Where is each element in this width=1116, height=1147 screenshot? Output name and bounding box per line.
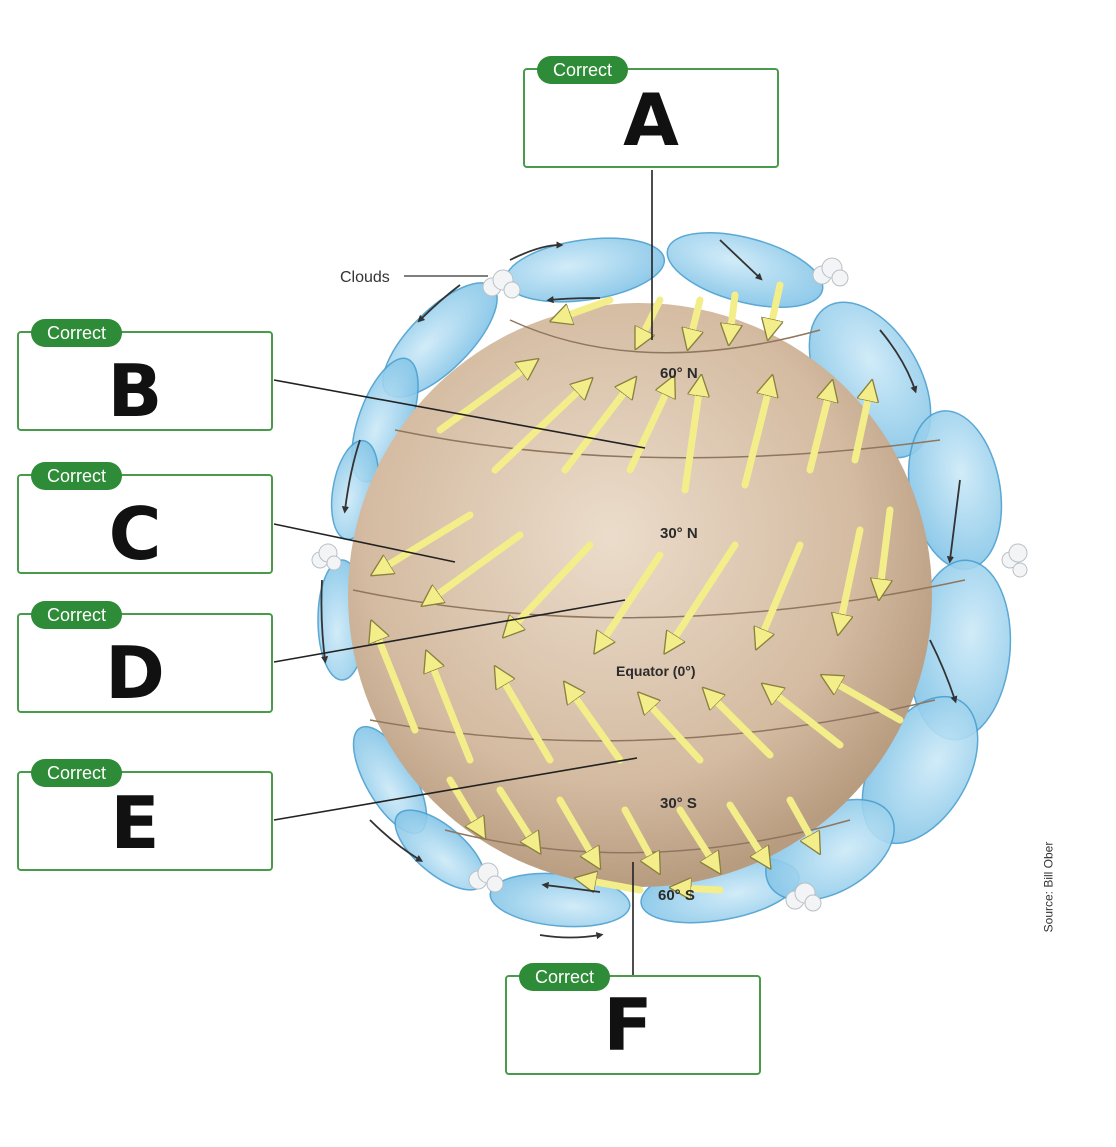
answer-box-d[interactable]: Correct D bbox=[17, 601, 273, 713]
label-60n: 60° N bbox=[660, 365, 698, 382]
leader-line-c bbox=[273, 523, 456, 563]
answer-box-b[interactable]: Correct B bbox=[17, 319, 273, 431]
answer-box-e[interactable]: Correct E bbox=[17, 759, 273, 871]
answer-letter: D bbox=[105, 631, 165, 715]
answer-box-a[interactable]: Correct A bbox=[523, 56, 779, 168]
correct-badge: Correct bbox=[31, 759, 123, 787]
cloud-icon bbox=[482, 269, 521, 299]
correct-badge: Correct bbox=[31, 319, 123, 347]
clouds-label: Clouds bbox=[340, 269, 390, 286]
cloud-icon bbox=[785, 882, 822, 912]
leader-line-e bbox=[273, 757, 638, 821]
correct-badge: Correct bbox=[537, 56, 629, 84]
label-equator: Equator (0°) bbox=[616, 663, 696, 679]
label-60s: 60° S bbox=[658, 887, 695, 904]
wind-arrows bbox=[375, 281, 904, 890]
cloud-icon bbox=[812, 257, 849, 287]
cloud-icons bbox=[311, 257, 1028, 912]
correct-badge: Correct bbox=[31, 601, 123, 629]
cloud-icon bbox=[311, 543, 342, 571]
answer-letter: C bbox=[108, 492, 162, 576]
answer-letter: E bbox=[110, 781, 160, 865]
label-30n: 30° N bbox=[660, 525, 698, 542]
correct-badge: Correct bbox=[519, 963, 611, 991]
answer-letter: B bbox=[107, 349, 163, 433]
answer-letter: A bbox=[623, 78, 679, 162]
label-30s: 30° S bbox=[660, 795, 697, 812]
answer-letter: F bbox=[603, 983, 653, 1067]
leader-line-b bbox=[273, 379, 646, 449]
cloud-icon bbox=[468, 862, 504, 893]
earth-globe bbox=[348, 303, 932, 887]
leader-line-d bbox=[273, 599, 626, 663]
answer-box-f[interactable]: Correct F bbox=[505, 963, 761, 1075]
source-credit: Source: Bill Ober bbox=[1041, 841, 1056, 933]
answer-box-c[interactable]: Correct C bbox=[17, 462, 273, 574]
correct-badge: Correct bbox=[31, 462, 123, 490]
cloud-icon bbox=[1001, 543, 1028, 578]
